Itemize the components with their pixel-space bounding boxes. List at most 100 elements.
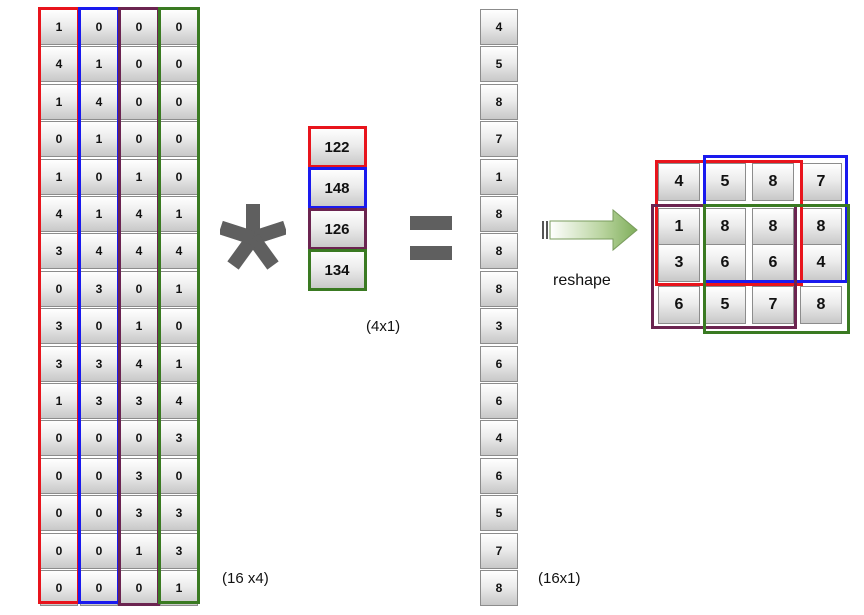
output-grid-cell: 8 (704, 208, 746, 246)
matrix-cell: 0 (160, 121, 198, 157)
kernel-cell: 126 (309, 209, 365, 249)
matrix-cell: 4 (120, 233, 158, 269)
matrix-cell: 0 (40, 458, 78, 494)
matrix-cell: 3 (80, 383, 118, 419)
matrix-cell: 4 (120, 196, 158, 232)
output-grid-cell: 4 (658, 163, 700, 201)
matrix-cell: 0 (80, 570, 118, 606)
matrix-cell: 0 (40, 570, 78, 606)
matrix-cell: 1 (40, 84, 78, 120)
result-cell: 8 (480, 271, 518, 307)
matrix-cell: 1 (80, 196, 118, 232)
matrix-cell: 0 (40, 271, 78, 307)
result-cell: 6 (480, 458, 518, 494)
matrix-cell: 0 (160, 9, 198, 45)
output-grid-cell: 8 (800, 286, 842, 324)
matrix-cell: 0 (80, 308, 118, 344)
matrix-cell: 3 (80, 271, 118, 307)
kernel-cell: 122 (309, 127, 365, 167)
result-cell: 5 (480, 46, 518, 82)
matrix-cell: 0 (160, 308, 198, 344)
matrix-cell: 1 (40, 383, 78, 419)
output-grid-cell: 6 (704, 244, 746, 282)
reshape-label: reshape (553, 272, 611, 289)
result-cell: 7 (480, 533, 518, 569)
output-grid-cell: 7 (800, 163, 842, 201)
kernel-dims-label: (4x1) (366, 318, 401, 335)
result-cell: 1 (480, 159, 518, 195)
matrix-cell: 1 (80, 46, 118, 82)
matrix-cell: 3 (160, 495, 198, 531)
matrix-cell: 1 (80, 121, 118, 157)
matrix-cell: 0 (120, 84, 158, 120)
matrix-cell: 0 (80, 9, 118, 45)
result-cell: 5 (480, 495, 518, 531)
matrix-cell: 1 (40, 9, 78, 45)
equals-sign-bottom-bar (410, 246, 452, 260)
kernel-cell: 134 (309, 250, 365, 290)
matrix-cell: 4 (160, 233, 198, 269)
matrix-cell: 4 (80, 84, 118, 120)
matrix-cell: 0 (120, 271, 158, 307)
matrix-cell: 0 (120, 570, 158, 606)
result-cell: 3 (480, 308, 518, 344)
matrix-cell: 1 (120, 308, 158, 344)
result-cell: 8 (480, 196, 518, 232)
result-cell: 8 (480, 233, 518, 269)
matrix-cell: 0 (120, 420, 158, 456)
result-cell: 8 (480, 84, 518, 120)
matrix-cell: 3 (40, 308, 78, 344)
matrix-cell: 3 (120, 458, 158, 494)
result-cell: 4 (480, 420, 518, 456)
matrix-cell: 3 (40, 346, 78, 382)
matrix-cell: 0 (40, 533, 78, 569)
matrix-cell: 0 (80, 159, 118, 195)
output-grid-cell: 6 (752, 244, 794, 282)
matrix-cell: 4 (80, 233, 118, 269)
matrix-cell: 3 (40, 233, 78, 269)
matrix-cell: 3 (160, 533, 198, 569)
matrix-cell: 0 (80, 458, 118, 494)
matrix-cell: 0 (40, 121, 78, 157)
matrix-cell: 1 (120, 159, 158, 195)
matrix-cell: 1 (40, 159, 78, 195)
multiply-asterisk-icon (220, 204, 286, 270)
matrix-cell: 3 (120, 383, 158, 419)
output-grid-cell: 1 (658, 208, 700, 246)
matrix-cell: 0 (120, 46, 158, 82)
result-cell: 7 (480, 121, 518, 157)
matrix-cell: 0 (80, 420, 118, 456)
output-grid-cell: 4 (800, 244, 842, 282)
matrix-cell: 0 (40, 495, 78, 531)
matrix-cell: 4 (40, 196, 78, 232)
matrix-cell: 1 (160, 346, 198, 382)
matrix-cell: 4 (40, 46, 78, 82)
matrix-cell: 1 (160, 570, 198, 606)
output-grid-cell: 8 (752, 163, 794, 201)
matrix-cell: 0 (80, 533, 118, 569)
matrix-cell: 4 (120, 346, 158, 382)
matrix-cell: 3 (120, 495, 158, 531)
matrix-cell: 0 (160, 458, 198, 494)
equals-sign-top-bar (410, 216, 452, 230)
matrix-cell: 0 (40, 420, 78, 456)
output-grid-cell: 6 (658, 286, 700, 324)
matrix-cell: 0 (160, 46, 198, 82)
result-cell: 8 (480, 570, 518, 606)
output-grid-cell: 8 (800, 208, 842, 246)
matrix-cell: 4 (160, 383, 198, 419)
matrix-cell: 1 (160, 196, 198, 232)
reshape-arrow-icon (542, 208, 638, 252)
output-grid-cell: 5 (704, 163, 746, 201)
result-cell: 6 (480, 346, 518, 382)
kernel-cell: 148 (309, 168, 365, 208)
output-grid-cell: 8 (752, 208, 794, 246)
matrix-dims-label: (16 x4) (222, 570, 269, 587)
matrix-cell: 0 (120, 121, 158, 157)
matrix-cell: 1 (120, 533, 158, 569)
result-dims-label: (16x1) (538, 570, 581, 587)
matrix-cell: 0 (80, 495, 118, 531)
matrix-cell: 3 (160, 420, 198, 456)
output-grid-cell: 5 (704, 286, 746, 324)
result-cell: 4 (480, 9, 518, 45)
